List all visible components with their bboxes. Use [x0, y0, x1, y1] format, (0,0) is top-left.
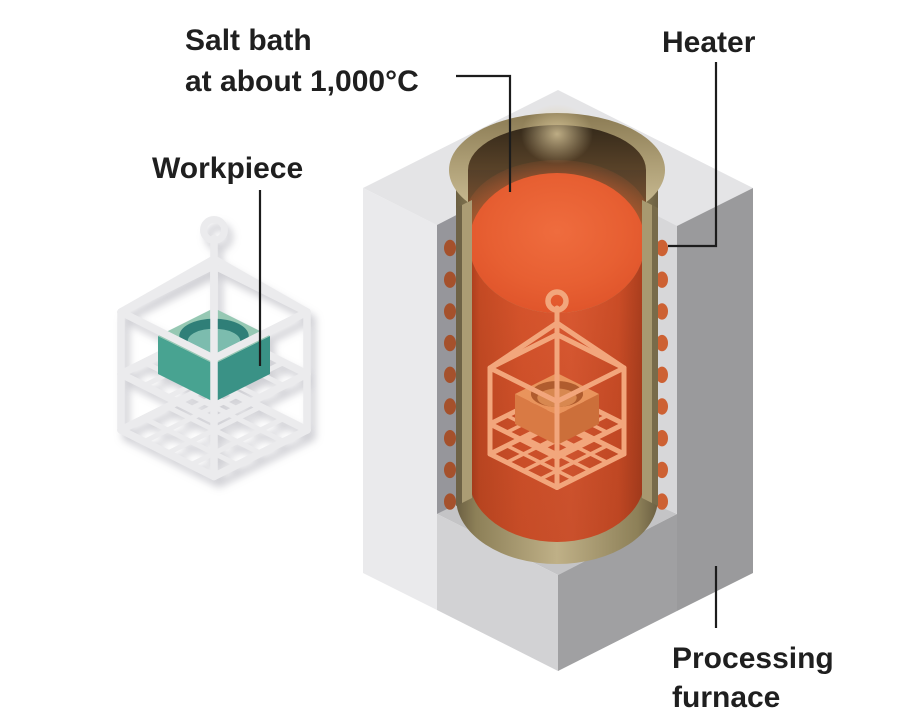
heater-dot: [444, 239, 456, 257]
salt-bath-label-line1: Salt bath: [185, 24, 312, 57]
heater-dots-right: [656, 239, 668, 510]
submerged-basket-slot: [487, 289, 627, 490]
salt-bath-leader-line: [456, 74, 512, 192]
basket-hook-ring: [545, 289, 569, 313]
furnace-lower-right-face: [558, 514, 677, 671]
heater-dot: [444, 398, 456, 415]
crucible-wall-section-left-inner: [462, 200, 472, 503]
heater-dot: [444, 271, 456, 288]
heater-dot: [444, 493, 456, 510]
heater-dot: [656, 239, 668, 257]
workpiece-left-face: [158, 336, 214, 402]
heater-dot: [656, 430, 668, 447]
heater-dot: [444, 430, 456, 447]
workpiece-basket-slot: [117, 216, 311, 481]
heater-dot: [656, 493, 668, 510]
crucible-wall-section-right-inner: [642, 200, 652, 503]
salt-bath-surface: [469, 173, 645, 313]
heater-dot: [656, 271, 668, 288]
annotations: Salt bath at about 1,000°C Heater Workpi…: [152, 24, 834, 714]
heater-dot: [444, 303, 456, 320]
workpiece-label: Workpiece: [152, 152, 303, 185]
processing-furnace-label-line1: Processing: [672, 642, 834, 675]
heater-dot: [444, 334, 456, 352]
furnace-left-face: [363, 188, 437, 610]
heater-dot: [656, 334, 668, 352]
crucible-wall-section-left-outer: [456, 205, 462, 506]
furnace-lower-left-face: [437, 514, 558, 671]
heater-dot: [656, 398, 668, 415]
furnace-right-face: [677, 188, 753, 611]
heater-dot: [444, 366, 456, 383]
processing-furnace-label-line2: furnace: [672, 681, 780, 714]
crucible-glow-highlight: [521, 104, 593, 164]
crucible-wall-section-right-outer: [652, 205, 658, 506]
workpiece-left-face: [515, 394, 557, 445]
basket-hook-ring: [200, 216, 228, 244]
workpiece-basket: [117, 216, 311, 481]
heater-label: Heater: [662, 26, 756, 59]
heater-dot: [444, 461, 456, 479]
heater-dot: [656, 366, 668, 383]
submerged-basket: [487, 289, 627, 490]
heater-dot: [656, 461, 668, 479]
workpiece-right-face: [557, 394, 599, 445]
heater-dot: [656, 303, 668, 320]
heater-leader-line: [668, 62, 718, 248]
salt-bath-label-line2: at about 1,000°C: [185, 65, 419, 98]
heater-dots-left: [444, 239, 456, 510]
workpiece-right-face: [214, 336, 270, 402]
